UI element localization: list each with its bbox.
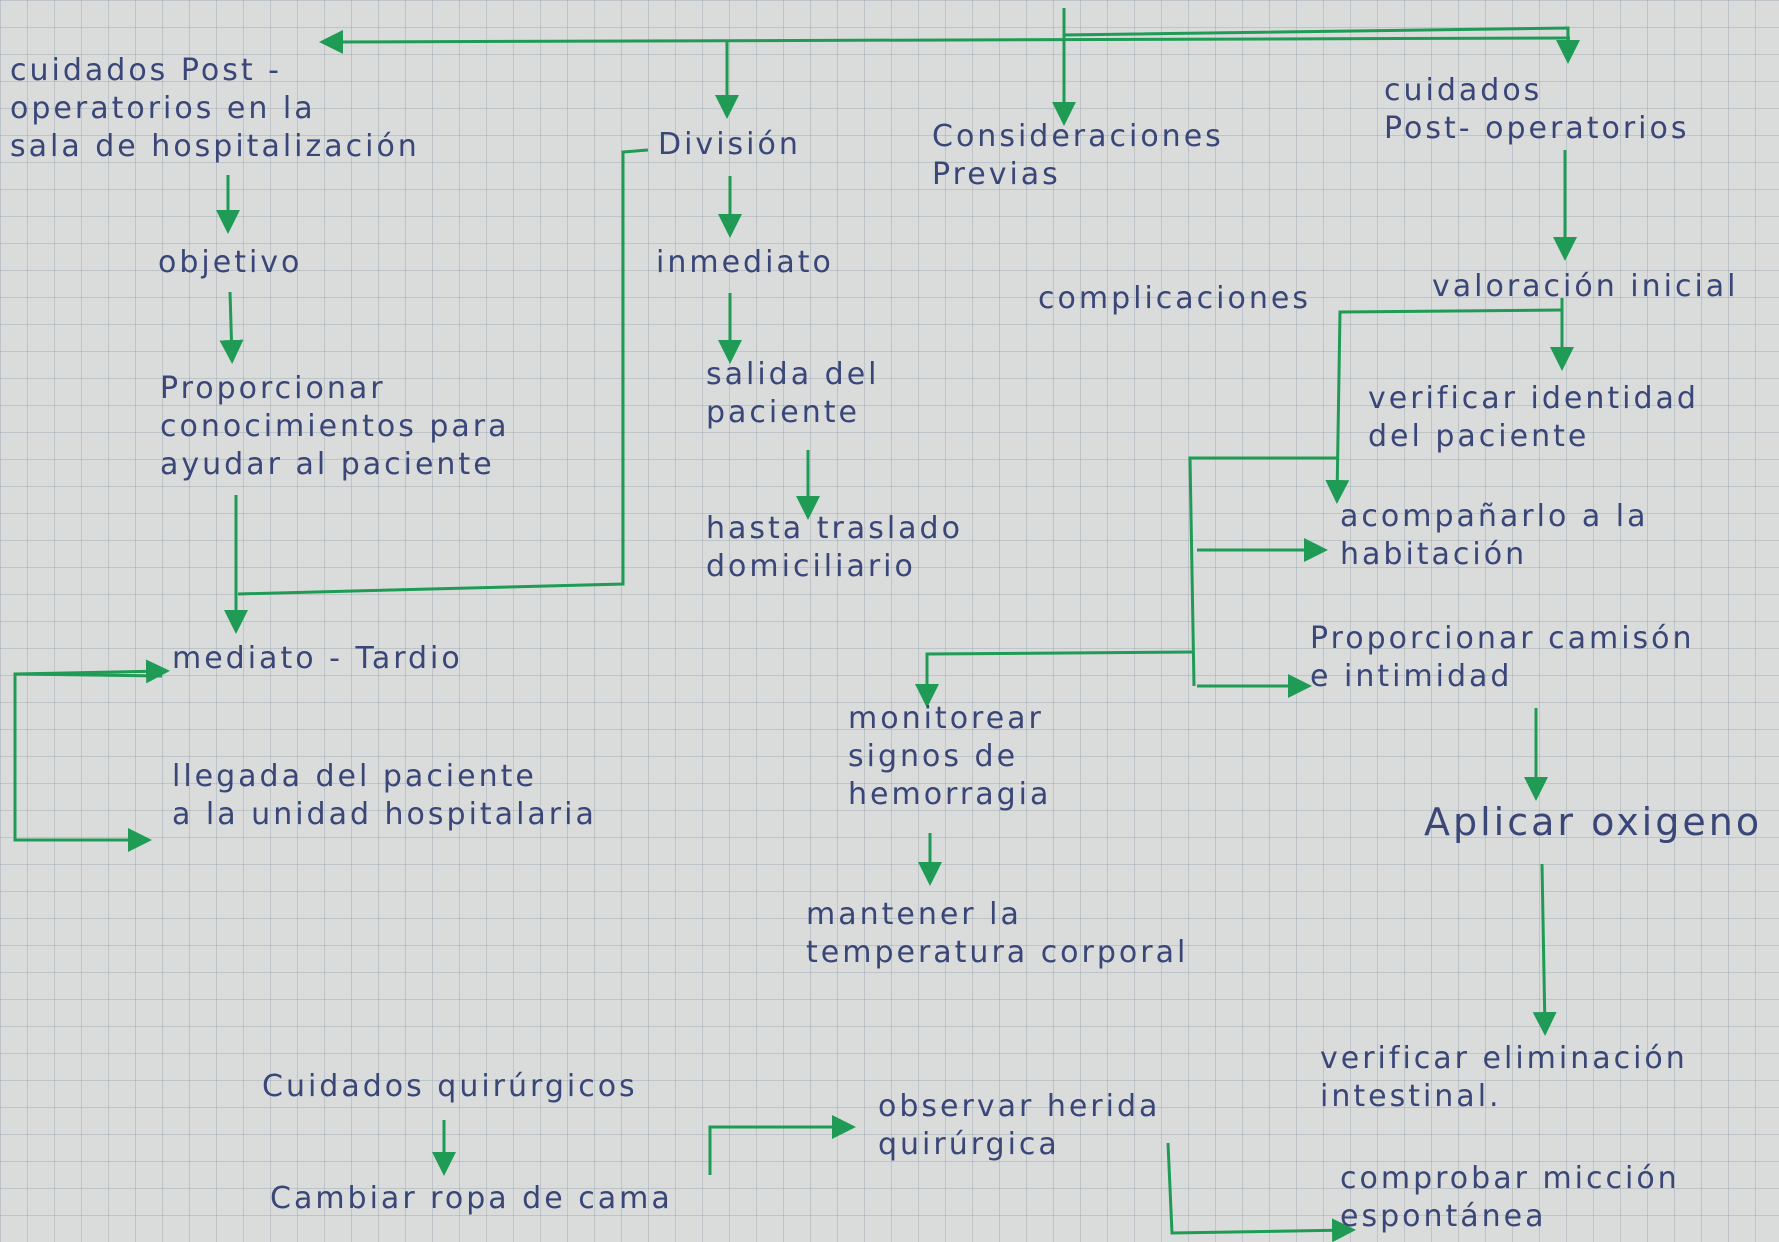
- node-mantener-temperatura: mantener la temperatura corporal: [806, 897, 1189, 970]
- node-mediato-tardio: mediato - Tardio: [172, 641, 463, 676]
- connector: [237, 148, 649, 596]
- node-proporcionar-conocimientos: Proporcionar conocimientos para ayudar a…: [160, 371, 510, 482]
- node-monitorear-hemorragia: monitorear signos de hemorragia: [848, 701, 1052, 812]
- node-verificar-eliminacion: verificar eliminación intestinal.: [1320, 1041, 1688, 1114]
- node-proporcionar-camison: Proporcionar camisón e intimidad: [1310, 621, 1695, 694]
- connector: [708, 1115, 856, 1175]
- connector: [915, 650, 1195, 708]
- node-hasta-traslado: hasta traslado domiciliario: [706, 511, 963, 584]
- connector: [219, 291, 244, 364]
- node-comprobar-miccion: comprobar micción espontánea: [1340, 1161, 1680, 1234]
- node-cuidados-quirurgicos: Cuidados quirúrgicos: [262, 1069, 638, 1104]
- node-inmediato: inmediato: [656, 245, 834, 280]
- node-aplicar-oxigeno: Aplicar oxigeno: [1424, 800, 1763, 844]
- node-cuidados-sala: cuidados Post - operatorios en la sala d…: [10, 53, 420, 164]
- node-cuidados-post: cuidados Post- operatorios: [1384, 73, 1690, 146]
- connector: [14, 659, 170, 684]
- connector: [1166, 1142, 1356, 1242]
- node-salida-paciente: salida del paciente: [706, 357, 880, 430]
- connector: [1325, 308, 1563, 504]
- node-complicaciones: complicaciones: [1038, 281, 1311, 316]
- node-observar-herida: observar herida quirúrgica: [878, 1089, 1161, 1162]
- connector: [319, 29, 1571, 54]
- node-cambiar-ropa: Cambiar ropa de cama: [270, 1181, 673, 1216]
- node-verificar-identidad: verificar identidad del paciente: [1368, 381, 1699, 454]
- connector: [13, 672, 163, 852]
- node-llegada-paciente: llegada del paciente a la unidad hospita…: [172, 759, 597, 832]
- node-objetivo: objetivo: [158, 245, 303, 280]
- node-acompanarlo: acompañarlo a la habitación: [1340, 499, 1649, 572]
- node-division: División: [658, 127, 801, 162]
- connector: [1063, 26, 1580, 64]
- connector: [1188, 456, 1337, 687]
- connector: [1532, 863, 1557, 1036]
- node-consideraciones-previas: Consideraciones Previas: [932, 119, 1224, 192]
- node-valoracion-inicial: valoración inicial: [1432, 269, 1739, 304]
